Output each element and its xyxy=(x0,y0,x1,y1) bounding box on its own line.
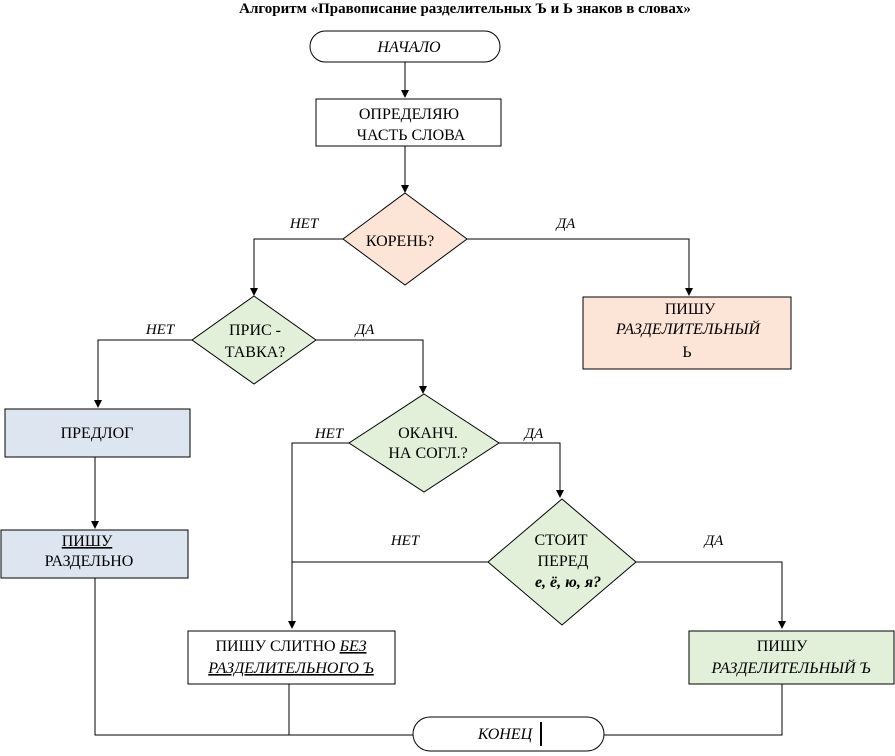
write-hard-line-1: ПИШУ xyxy=(757,638,808,655)
label-before-yes: ДА xyxy=(703,533,725,549)
determine-line-2: ЧАСТЬ СЛОВА xyxy=(357,127,466,144)
write-separately-line-1: ПИШУ xyxy=(62,533,113,550)
edge-before-yes xyxy=(636,561,786,629)
write-together-line-2: РАЗДЕЛИТЕЛЬНОГО Ъ xyxy=(207,660,374,677)
write-together-box: ПИШУ СЛИТНО БЕЗ РАЗДЕЛИТЕЛЬНОГО Ъ xyxy=(187,630,396,685)
label-ends-yes: ДА xyxy=(523,426,545,442)
write-together-without: БЕЗ xyxy=(339,638,367,655)
write-hard-sign-box: ПИШУ РАЗДЕЛИТЕЛЬНЫЙ Ъ xyxy=(688,630,895,685)
write-soft-line-3: Ь xyxy=(682,344,691,361)
write-separately-box: ПИШУ РАЗДЕЛЬНО xyxy=(0,529,189,579)
preposition-box: ПРЕДЛОГ xyxy=(4,408,191,458)
root-decision-label: КОРЕНЬ? xyxy=(366,233,434,250)
ends-consonant-decision: ОКАНЧ. НА СОГЛ.? xyxy=(348,393,500,493)
end-terminal: КОНЕЦ xyxy=(412,716,605,752)
ends-consonant-line-1: ОКАНЧ. xyxy=(398,425,458,442)
stands-before-line-1: СТОИТ xyxy=(534,532,587,549)
prefix-line-2: ТАВКА? xyxy=(225,344,286,361)
write-soft-sign-box: ПИШУ РАЗДЕЛИТЕЛЬНЫЙ Ь xyxy=(582,296,792,370)
stands-before-decision: СТОИТ ПЕРЕД е, ё, ю, я? xyxy=(487,498,637,626)
edge-prefix-no xyxy=(94,339,192,408)
stands-before-line-2: ПЕРЕД xyxy=(538,553,589,570)
write-together-text: ПИШУ СЛИТНО xyxy=(215,638,339,655)
start-terminal: НАЧАЛО xyxy=(309,30,501,63)
start-label: НАЧАЛО xyxy=(376,39,441,56)
edge-write-hard-end xyxy=(604,684,783,736)
root-decision: КОРЕНЬ? xyxy=(342,192,468,286)
prefix-line-1: ПРИС - xyxy=(229,322,281,339)
label-root-no: НЕТ xyxy=(289,216,320,232)
edge-prefix-yes xyxy=(316,339,427,394)
write-soft-line-2: РАЗДЕЛИТЕЛЬНЫЙ xyxy=(615,319,762,338)
label-ends-no: НЕТ xyxy=(314,426,345,442)
edge-root-yes xyxy=(467,238,693,296)
write-separately-line-2: РАЗДЕЛЬНО xyxy=(45,553,134,570)
diagram-title: Алгоритм «Правописание разделительных Ъ … xyxy=(239,1,691,17)
label-before-no: НЕТ xyxy=(390,533,421,549)
determine-part-box: ОПРЕДЕЛЯЮ ЧАСТЬ СЛОВА xyxy=(315,98,502,147)
edge-write-separately-end xyxy=(94,578,413,736)
determine-line-1: ОПРЕДЕЛЯЮ xyxy=(359,106,459,123)
write-soft-line-1: ПИШУ xyxy=(665,301,716,318)
end-label: КОНЕЦ xyxy=(477,726,534,743)
preposition-label: ПРЕДЛОГ xyxy=(61,425,134,442)
edge-ends-yes xyxy=(499,442,564,498)
label-prefix-yes: ДА xyxy=(354,322,376,338)
edge-root-no xyxy=(250,238,343,296)
connectors xyxy=(91,62,786,736)
label-root-yes: ДА xyxy=(555,216,577,232)
stands-before-line-3: е, ё, ю, я? xyxy=(535,574,601,591)
ends-consonant-line-2: НА СОГЛ.? xyxy=(388,445,467,462)
label-prefix-no: НЕТ xyxy=(145,322,176,338)
write-hard-line-2: РАЗДЕЛИТЕЛЬНЫЙ Ъ xyxy=(710,658,870,677)
edge-ends-no xyxy=(288,442,349,629)
prefix-decision: ПРИС - ТАВКА? xyxy=(191,295,317,385)
write-together-line-1: ПИШУ СЛИТНО БЕЗ xyxy=(215,638,366,655)
